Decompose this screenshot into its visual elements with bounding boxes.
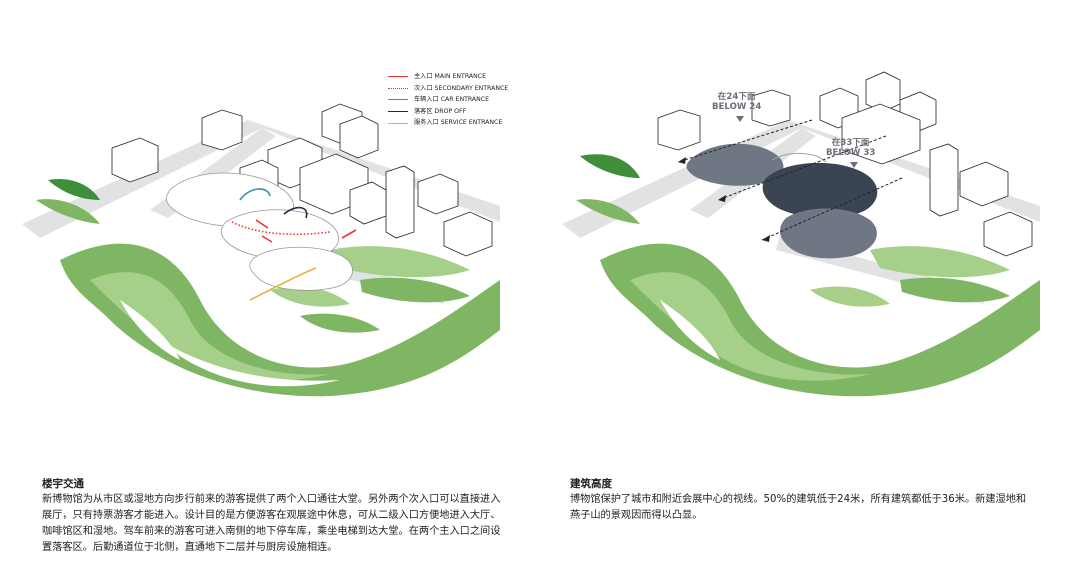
city-buildings <box>657 71 1033 257</box>
legend-item-service-entrance: 服务入口 SERVICE ENTRANCE <box>388 117 508 129</box>
wetland-landscape <box>576 154 1040 397</box>
museum-outline <box>165 172 353 291</box>
legend-item-secondary-entrance: 次入口 SECONDARY ENTRANCE <box>388 83 508 95</box>
caption-body: 博物馆保护了城市和附近会展中心的视线。50%的建筑低于24米，所有建筑都低于36… <box>570 494 1027 521</box>
legend: 主入口 MAIN ENTRANCE 次入口 SECONDARY ENTRANCE… <box>388 71 508 129</box>
city-buildings <box>111 103 493 257</box>
building-height-diagram <box>562 71 1040 397</box>
circulation-diagram <box>22 103 500 397</box>
legend-item-car-entrance: 车辆入口 CAR ENTRANCE <box>388 94 508 106</box>
caption-body: 新博物馆为从市区或湿地方向步行前来的游客提供了两个入口通往大堂。另外两个次入口可… <box>42 494 501 553</box>
circulation-panel: 主入口 MAIN ENTRANCE 次入口 SECONDARY ENTRANCE… <box>22 71 508 556</box>
caption-title: 楼宇交通 <box>42 478 84 490</box>
caption-title: 建筑高度 <box>570 478 612 490</box>
height-label-24: 在24下面 BELOW 24 <box>712 92 762 112</box>
height-label-33: 在33下面 BELOW 33 <box>826 138 876 158</box>
building-height-caption: 建筑高度 博物馆保护了城市和附近会展中心的视线。50%的建筑低于24米，所有建筑… <box>570 476 1030 524</box>
arrowheads <box>678 157 770 242</box>
legend-item-main-entrance: 主入口 MAIN ENTRANCE <box>388 71 508 83</box>
legend-item-drop-off: 落客区 DROP OFF <box>388 106 508 118</box>
building-height-panel: 在24下面 BELOW 24 在33下面 BELOW 33 建筑高度 博物馆保护… <box>540 0 1080 563</box>
circulation-caption: 楼宇交通 新博物馆为从市区或湿地方向步行前来的游客提供了两个入口通往大堂。另外两… <box>42 476 502 556</box>
entrance-arrows <box>231 188 357 301</box>
wetland-landscape <box>36 178 500 397</box>
height-markers <box>736 116 858 168</box>
sightline-arrows <box>677 119 903 241</box>
